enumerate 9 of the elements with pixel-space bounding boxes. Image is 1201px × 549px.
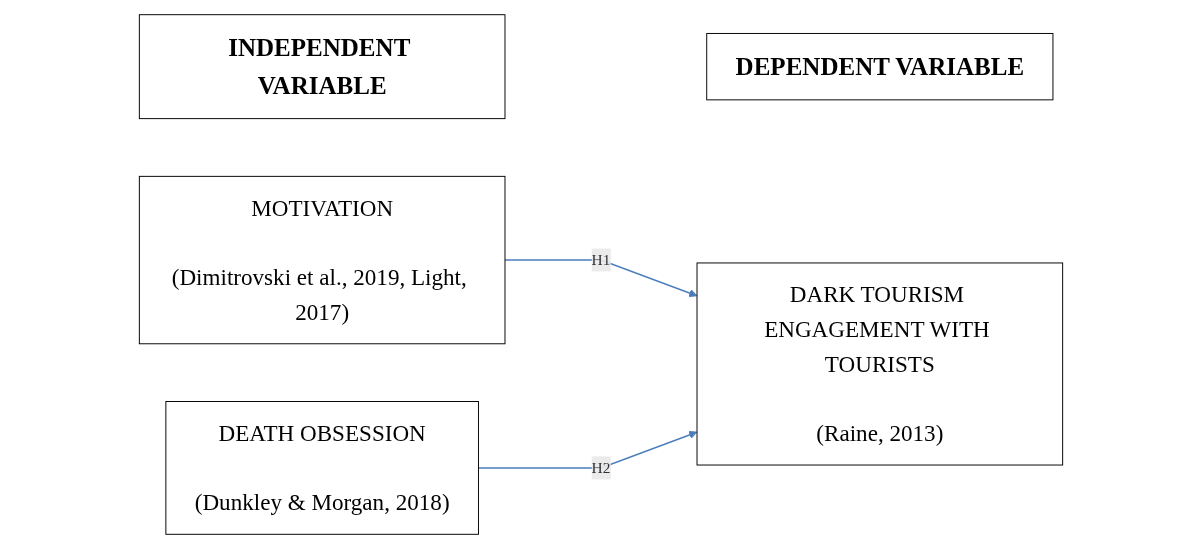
arrow <box>503 259 697 298</box>
edge-label: H1 <box>591 251 610 268</box>
node-box: DARK TOURISM ENGAGEMENT WITH TOURISTS (Raine, 2013) <box>696 262 1063 466</box>
node-box: MOTIVATION (Dimitrovski et al., 2019, Light, 2017) <box>138 175 505 345</box>
edge-label: H2 <box>591 459 610 476</box>
node-box: DEATH OBSESSION (Dunkley & Morgan, 2018) <box>164 401 479 535</box>
node-box: DEPENDENT VARIABLE <box>705 33 1053 101</box>
node-box: INDEPENDENT VARIABLE <box>138 14 505 120</box>
arrow <box>477 430 697 469</box>
